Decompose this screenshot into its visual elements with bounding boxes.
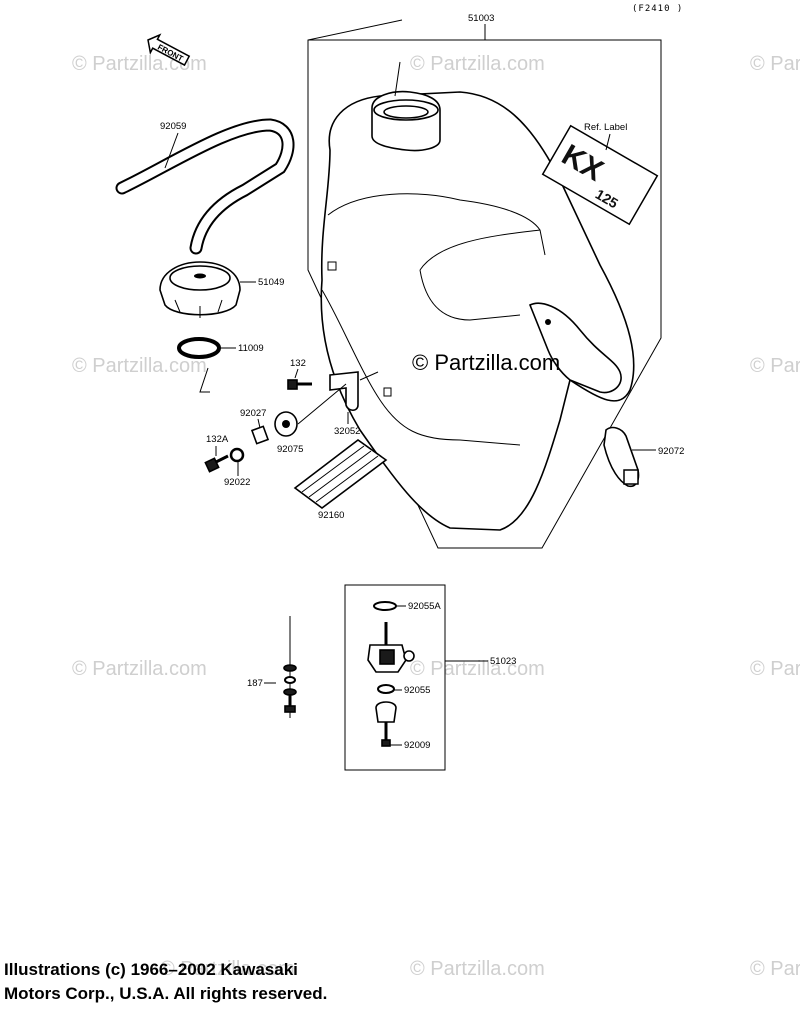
figure-code: (F2410 )	[632, 4, 683, 14]
copyright-line-2: Motors Corp., U.S.A. All rights reserved…	[4, 984, 328, 1003]
center-watermark: © Partzilla.com	[412, 350, 560, 375]
watermarks: © Partzilla.com © Partzilla.com © Partzi…	[72, 53, 800, 980]
leader-line	[257, 418, 261, 429]
bolt-icon	[287, 379, 312, 390]
watermark: © Partzilla.com	[750, 658, 800, 680]
part-label-92022: 92022	[224, 477, 250, 488]
pad-icon	[293, 439, 388, 509]
part-label-132A: 132A	[206, 434, 229, 445]
fuel-cock-icon	[367, 622, 415, 673]
watermark: © Partzilla.com	[750, 958, 800, 980]
leader-line	[297, 383, 347, 425]
bolt-icon	[204, 454, 229, 473]
watermark: © Partzilla.com	[72, 658, 207, 680]
part-label-32052: 32052	[334, 426, 360, 437]
part-label-132: 132	[290, 358, 306, 369]
part-label-11009: 11009	[238, 343, 264, 354]
fuel-cock-group-box	[344, 584, 446, 771]
strap-icon	[603, 426, 640, 488]
watermark: © Partzilla.com	[410, 958, 545, 980]
hose-icon	[115, 118, 295, 255]
fuel-tank-icon	[320, 61, 635, 531]
leader-line	[294, 368, 299, 379]
collar-icon	[250, 425, 270, 445]
part-label-92160: 92160	[318, 510, 344, 521]
watermark: © Partzilla.com	[410, 658, 545, 680]
part-label-92055: 92055	[404, 685, 430, 696]
watermark: © Partzilla.com	[410, 53, 545, 75]
screw-set-icon	[283, 664, 297, 713]
kx-decal-icon: KX 125	[541, 124, 659, 226]
filter-plate-icon	[375, 701, 397, 747]
washer-icon	[229, 447, 245, 463]
o-ring-icon	[377, 684, 395, 694]
leader-line	[164, 132, 179, 169]
part-label-92072: 92072	[658, 446, 684, 457]
fuel-cap-icon	[159, 261, 241, 318]
part-label-51049: 51049	[258, 277, 284, 288]
watermark: © Partzilla.com	[160, 958, 295, 980]
part-label-187: 187	[247, 678, 263, 689]
copyright-line-1: Illustrations (c) 1966–2002 Kawasaki	[4, 960, 298, 979]
watermark: © Partzilla.com	[750, 355, 800, 377]
leader-line	[307, 19, 403, 62]
copyright-notice: Illustrations (c) 1966–2002 Kawasaki Mot…	[4, 958, 524, 1006]
leader-line	[359, 371, 379, 381]
part-label-92027: 92027	[240, 408, 266, 419]
part-label-92055A: 92055A	[408, 601, 441, 612]
leader-line	[199, 367, 210, 393]
damper-icon	[274, 411, 298, 437]
watermark: © Partzilla.com	[72, 355, 207, 377]
bracket-icon	[329, 371, 359, 412]
part-label-51023: 51023	[490, 656, 516, 667]
o-ring-icon	[373, 601, 397, 611]
tank-group-outline	[307, 39, 662, 549]
part-label-92009: 92009	[404, 740, 430, 751]
part-label-92059: 92059	[160, 121, 186, 132]
watermark: © Partzilla.com	[750, 53, 800, 75]
gasket-icon	[177, 337, 221, 359]
part-label-51003: 51003	[468, 13, 494, 24]
ref-label: Ref. Label	[584, 122, 627, 133]
leader-line	[605, 133, 611, 151]
part-label-92075: 92075	[277, 444, 303, 455]
